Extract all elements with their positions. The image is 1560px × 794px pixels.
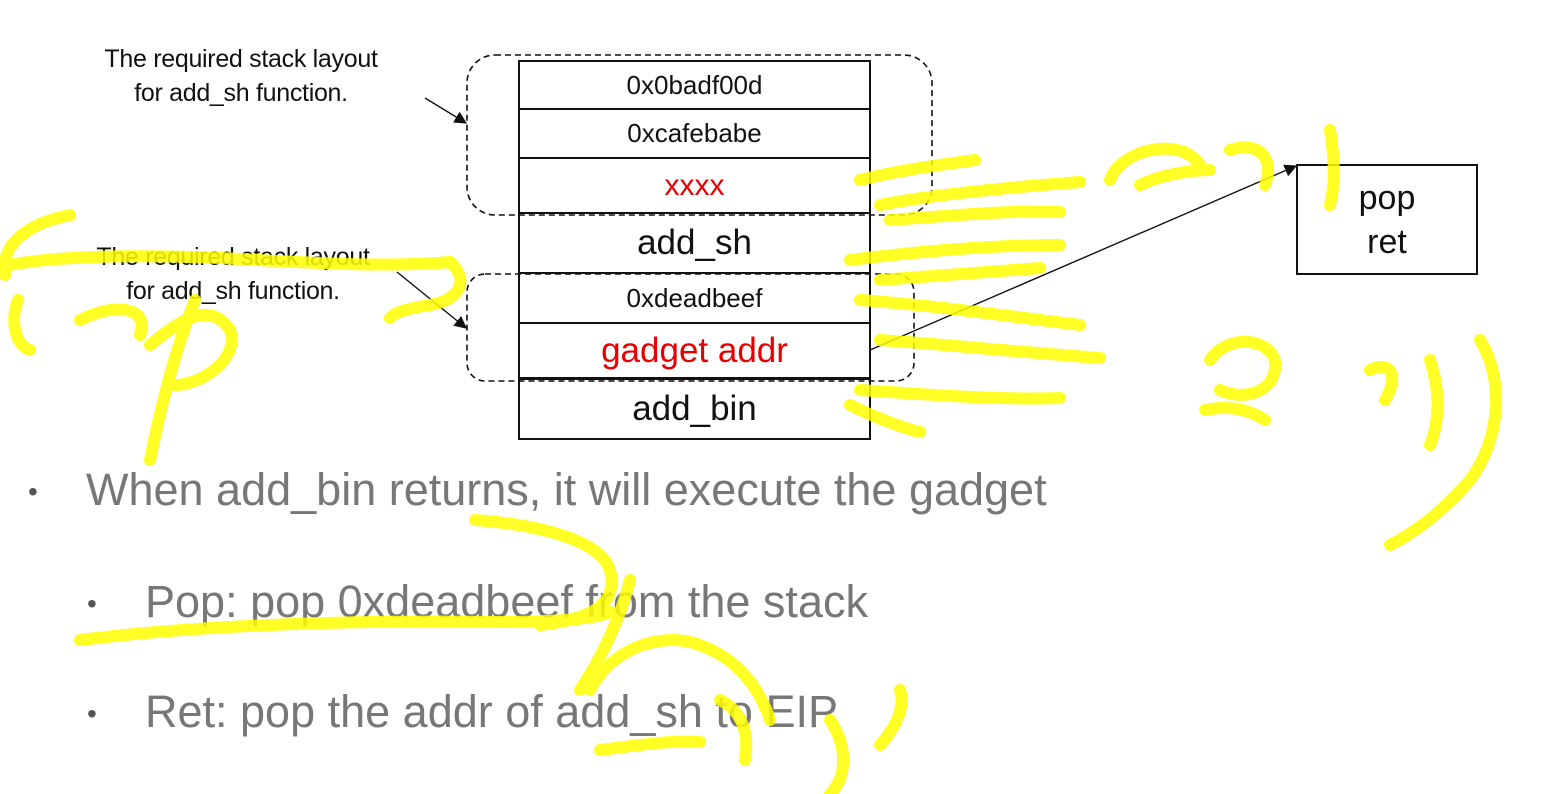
gadget-link-arrow <box>869 164 1298 351</box>
annotation-bottom-line2: for add_sh function. <box>126 277 340 305</box>
pointer-arrow-top <box>424 97 468 124</box>
stack-cell-add-bin: add_bin <box>518 380 871 440</box>
annotation-bottom: The required stack layout for add_sh fun… <box>63 240 403 308</box>
bullet-text: Ret: pop the addr of add_sh to EIP <box>145 686 838 737</box>
bullet-dot-icon: • <box>28 476 38 507</box>
stack-cell-badf00d: 0x0badf00d <box>518 60 871 110</box>
pointer-arrow-bottom <box>396 271 467 329</box>
bullet-dot-icon: • <box>87 698 97 729</box>
annotation-top-line2: for add_sh function. <box>134 79 348 107</box>
annotation-top: The required stack layout for add_sh fun… <box>71 42 411 110</box>
stack-cell-xxxx: xxxx <box>518 159 871 214</box>
gadget-ret-label: ret <box>1367 222 1407 261</box>
bullet-item: • When add_bin returns, it will execute … <box>28 462 1047 518</box>
stack-cell-gadget-addr: gadget addr <box>518 324 871 380</box>
bullet-dot-icon: • <box>87 588 97 619</box>
stack-cell-add-sh: add_sh <box>518 214 871 274</box>
stack-diagram: 0x0badf00d 0xcafebabe xxxx add_sh 0xdead… <box>518 60 871 440</box>
bullet-text: When add_bin returns, it will execute th… <box>86 464 1047 515</box>
stack-cell-deadbeef: 0xdeadbeef <box>518 274 871 324</box>
bullet-item: • Ret: pop the addr of add_sh to EIP <box>87 684 838 740</box>
annotation-top-line1: The required stack layout <box>104 45 378 73</box>
bullet-text: Pop: pop 0xdeadbeef from the stack <box>145 576 868 627</box>
stack-cell-cafebabe: 0xcafebabe <box>518 110 871 159</box>
gadget-box: pop ret <box>1296 164 1478 275</box>
gadget-pop-label: pop <box>1358 178 1416 217</box>
bullet-item: • Pop: pop 0xdeadbeef from the stack <box>87 574 868 630</box>
annotation-bottom-line1: The required stack layout <box>96 243 370 271</box>
